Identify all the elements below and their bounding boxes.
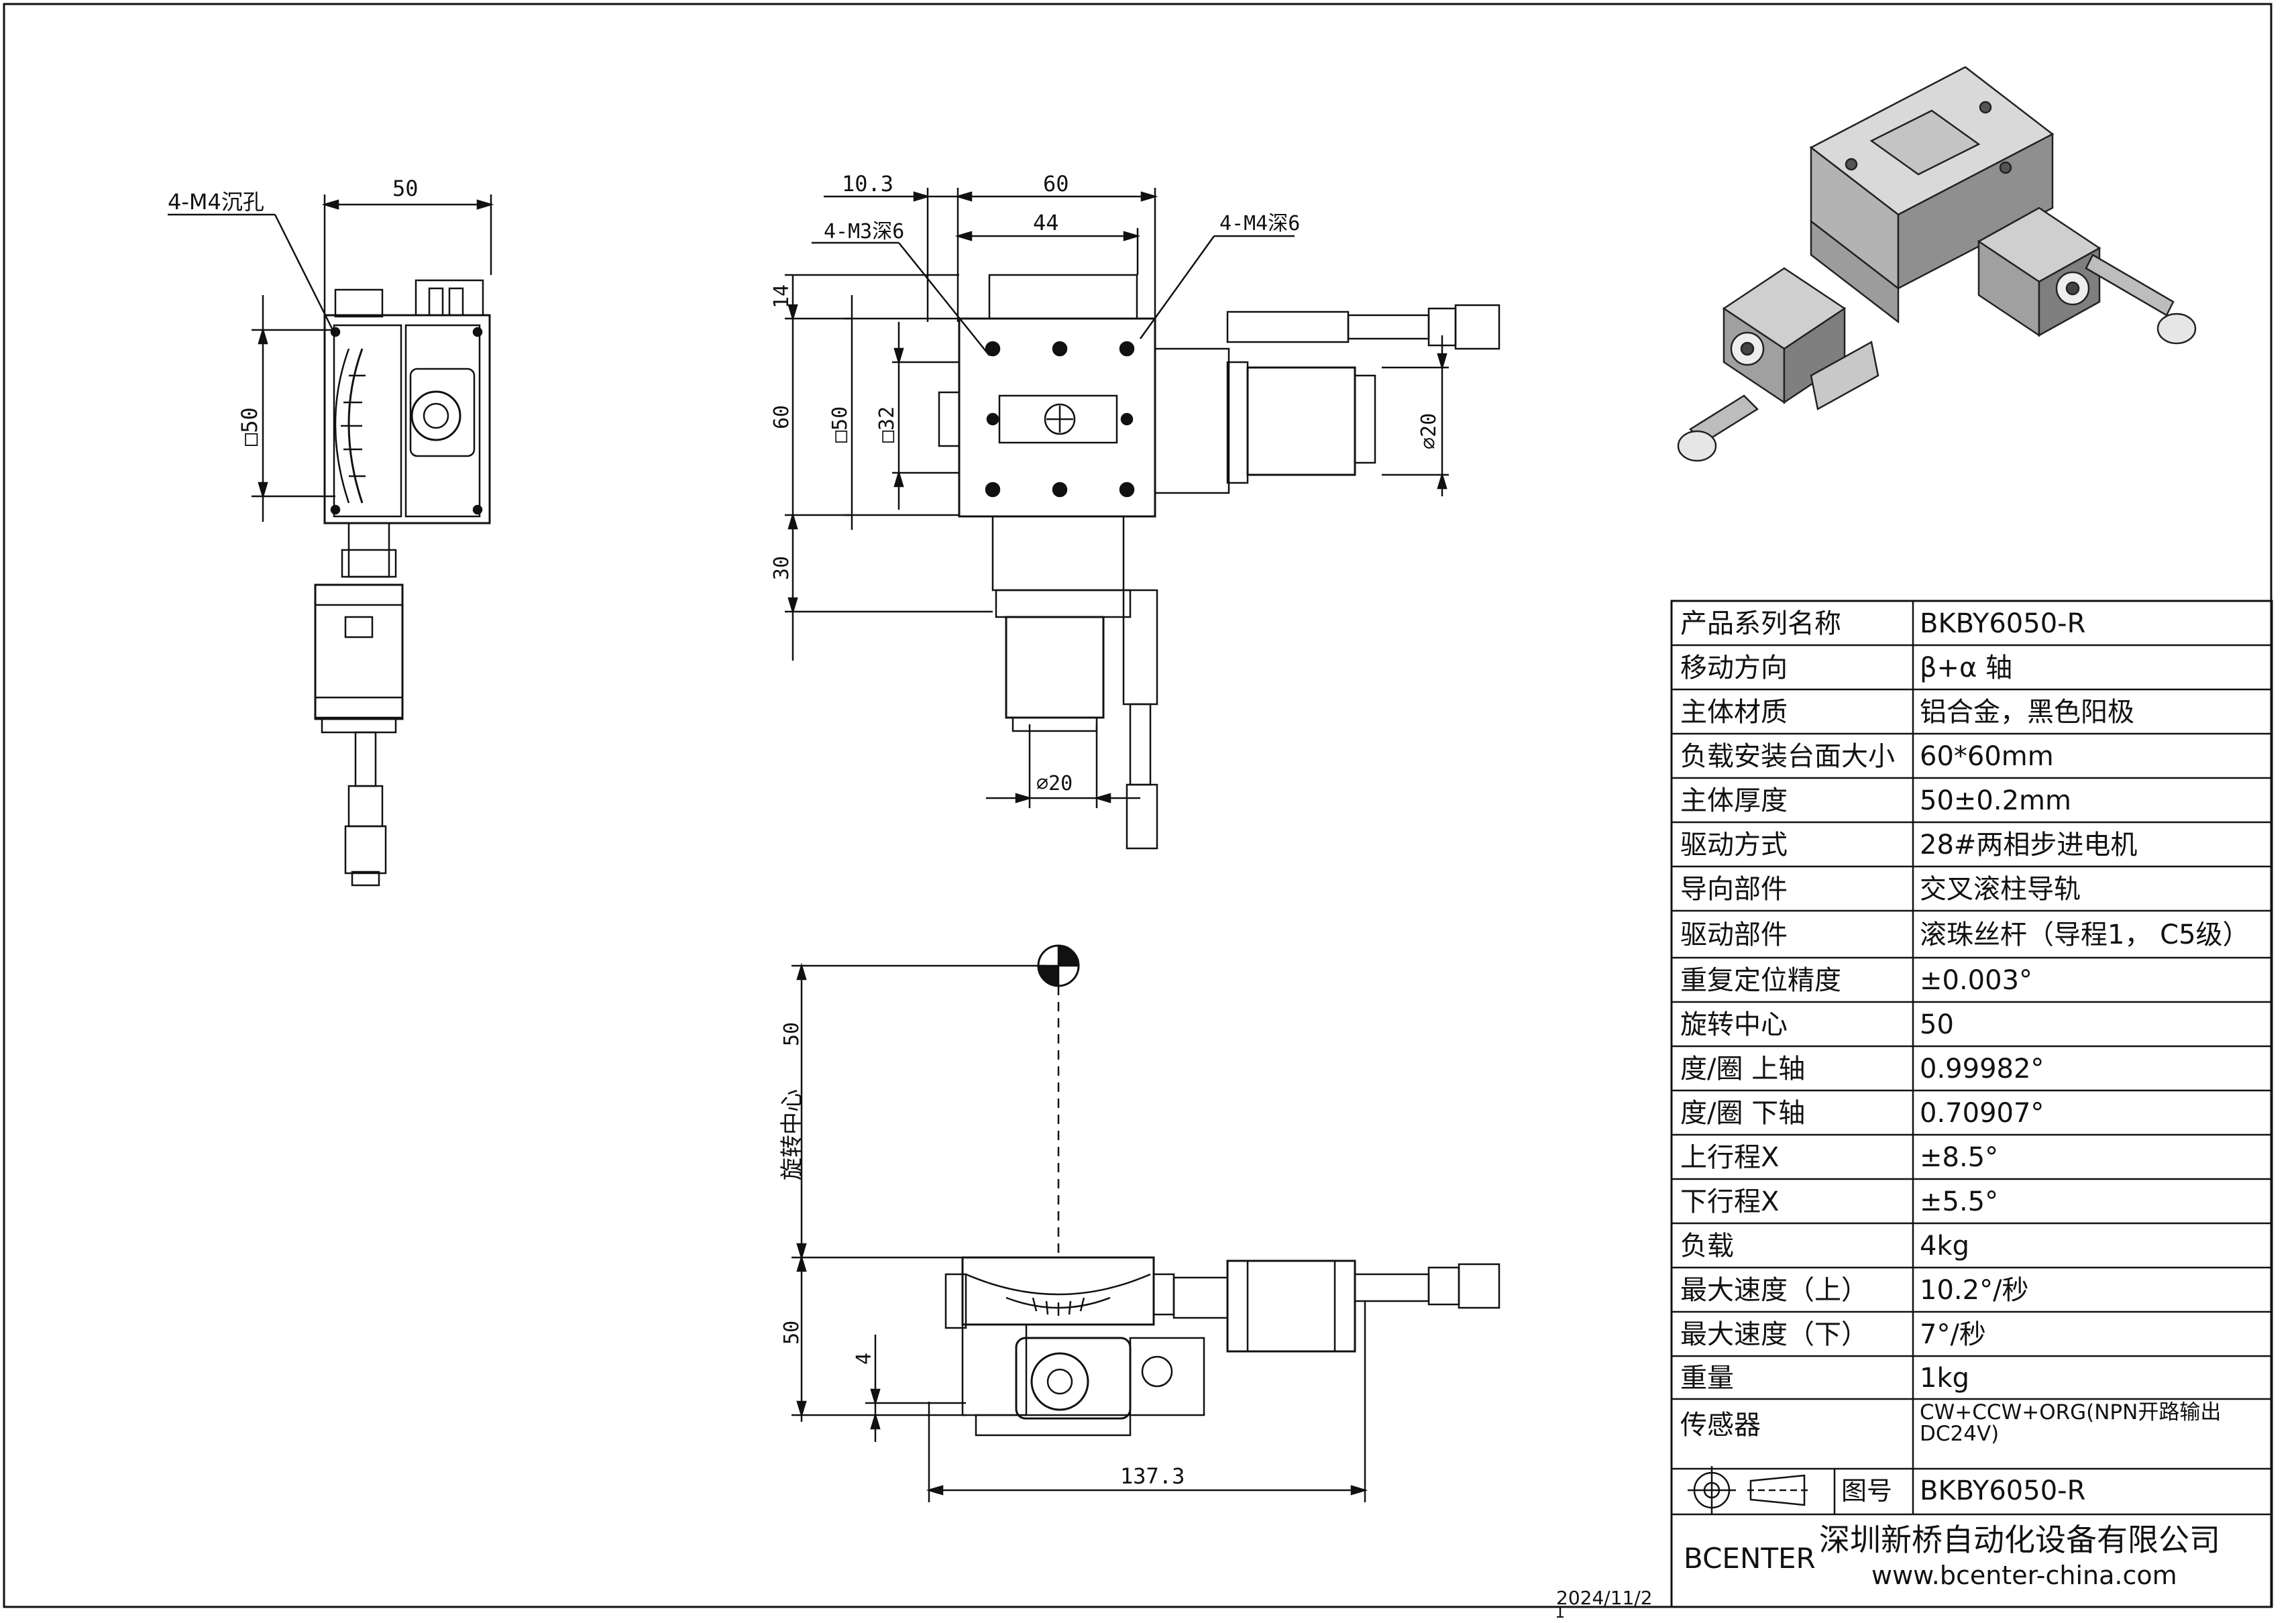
title-block [1672,1466,2272,1516]
spec-label: 负载 [1680,1231,1734,1262]
spec-label: 上行程X [1680,1142,1779,1173]
spec-value-line1: CW+CCW+ORG(NPN开路输出 [1920,1400,2221,1424]
side-dim-50-upper: 50 [780,1022,804,1046]
spec-value: 0.70907° [1920,1098,2044,1129]
spec-label: 传感器 [1680,1410,1761,1441]
spec-value: 50 [1920,1009,1954,1040]
spec-label: 下行程X [1680,1186,1779,1217]
spec-value: 铝合金，黑色阳极 [1920,697,2134,728]
front-dim-44: 44 [1033,210,1059,235]
spec-value: ±8.5° [1920,1142,1998,1173]
front-dim-sq50: □50 [828,406,852,443]
front-view [785,188,1500,850]
drawing-no: BKBY6050-R [1920,1475,2085,1506]
front-dim-sq32: □32 [875,406,899,443]
front-label-m4: 4-M4深6 [1219,212,1300,235]
spec-label: 最大速度（上） [1680,1275,1868,1306]
spec-value: 10.2°/秒 [1920,1275,2029,1306]
spec-value: 滚珠丝杆（导程1， C5级） [1920,919,2250,950]
spec-value: 4kg [1920,1231,1969,1262]
front-dim-d20-right: ⌀20 [1417,413,1441,449]
front-dim-10-3: 10.3 [842,171,893,197]
spec-value: 50±0.2mm [1920,785,2071,816]
spec-value: 1kg [1920,1363,1969,1394]
spec-value-line2: DC24V) [1920,1422,1999,1446]
spec-value: β+α 轴 [1920,653,2012,683]
top-square-dim: □50 [237,407,262,446]
spec-label: 重复定位精度 [1680,965,1841,996]
side-view [791,944,1500,1502]
spec-label: 移动方向 [1680,653,1788,683]
front-label-m3: 4-M3深6 [824,220,904,243]
side-dim-4: 4 [853,1353,876,1365]
spec-label: 负载安装台面大小 [1680,741,1895,772]
spec-value: BKBY6050-R [1920,608,2085,639]
spec-label: 度/圈 下轴 [1680,1098,1805,1129]
spec-label: 重量 [1680,1363,1734,1394]
company-website: www.bcenter-china.com [1871,1561,2177,1590]
spec-label: 主体材质 [1680,697,1788,728]
company-name: 深圳新桥自动化设备有限公司 [1819,1522,2220,1558]
spec-table-grid [1670,600,2273,1608]
spec-value: 0.99982° [1920,1054,2044,1084]
spec-label: 旋转中心 [1680,1009,1788,1040]
brand-name: BCENTER [1684,1542,1816,1575]
drawing-no-label: 图号 [1841,1476,1892,1506]
spec-value: 交叉滚柱导轨 [1920,874,2081,905]
spec-value: ±5.5° [1920,1186,1998,1217]
isometric-view [1677,66,2197,462]
spec-value: 7°/秒 [1920,1319,1986,1350]
spec-label: 最大速度（下） [1680,1319,1868,1350]
front-dim-30: 30 [770,556,794,580]
top-view [168,194,494,887]
spec-label: 驱动方式 [1680,830,1788,860]
spec-value: 28#两相步进电机 [1920,830,2137,860]
spec-value: 60*60mm [1920,741,2054,772]
spec-label: 驱动部件 [1680,919,1788,950]
side-dim-50-lower: 50 [780,1321,804,1345]
top-hole-label: 4-M4沉孔 [168,189,264,215]
spec-label: 导向部件 [1680,874,1788,905]
front-dim-14: 14 [770,284,794,309]
side-center-label: 旋转中心 [779,1089,806,1180]
front-dim-60-top: 60 [1043,171,1069,197]
spec-label: 产品系列名称 [1680,608,1841,639]
page-number: 1 [1555,1603,1565,1622]
spec-label: 主体厚度 [1680,785,1788,816]
spec-value: ±0.003° [1920,965,2032,996]
front-dim-60-left: 60 [770,405,794,429]
spec-label: 度/圈 上轴 [1680,1054,1805,1084]
side-dim-137-3: 137.3 [1120,1463,1185,1489]
front-dim-d20-bottom: ⌀20 [1036,772,1073,795]
top-width-dim: 50 [392,176,419,201]
footer-date: 2024/11/2 [1556,1587,1653,1609]
